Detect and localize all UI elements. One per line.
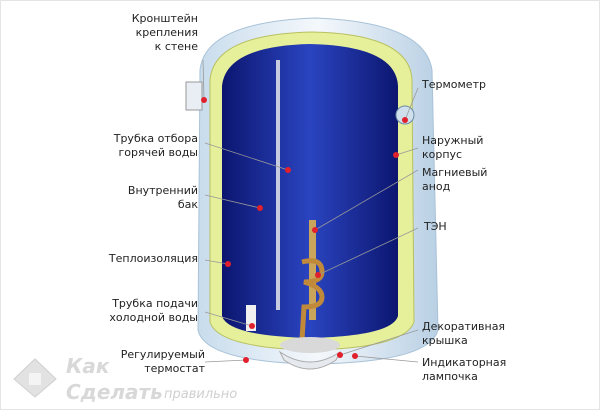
label-thermometer: Термометр [422,78,486,91]
label-cover: Декоративная крышка [422,320,506,347]
logo-text-3: Сделать [66,380,163,404]
wall-bracket [185,81,203,111]
house-logo-icon [13,358,57,398]
label-anode: Магниевый анод [422,166,488,193]
label-heater: ТЭН [424,220,447,233]
leader-lines [202,59,419,363]
label-thermostat: Регулируемый термостат [120,348,205,375]
label-outer-casing: Наружный корпус [422,134,484,161]
marker-dots [201,97,408,363]
thermometer-gauge [395,105,415,125]
label-lamp: Индикаторная лампочка [422,356,507,383]
label-hot-pipe: Трубка отбора горячей воды [113,132,198,159]
label-cold-pipe: Трубка подачи холодной воды [109,297,198,324]
logo-text-1: Как [66,354,110,378]
magnesium-anode [309,220,316,320]
watermark-logo: Как правильно Сделать [10,355,260,409]
label-bracket: Кронштейн крепления к стене [131,12,198,53]
inner-tank [222,44,398,338]
cold-water-pipe [246,305,256,331]
label-insulation: Теплоизоляция [108,252,198,265]
flange [280,337,340,353]
heating-element [299,258,325,341]
label-inner-tank: Внутренний бак [127,184,198,211]
logo-text-2: правильно [164,387,238,402]
